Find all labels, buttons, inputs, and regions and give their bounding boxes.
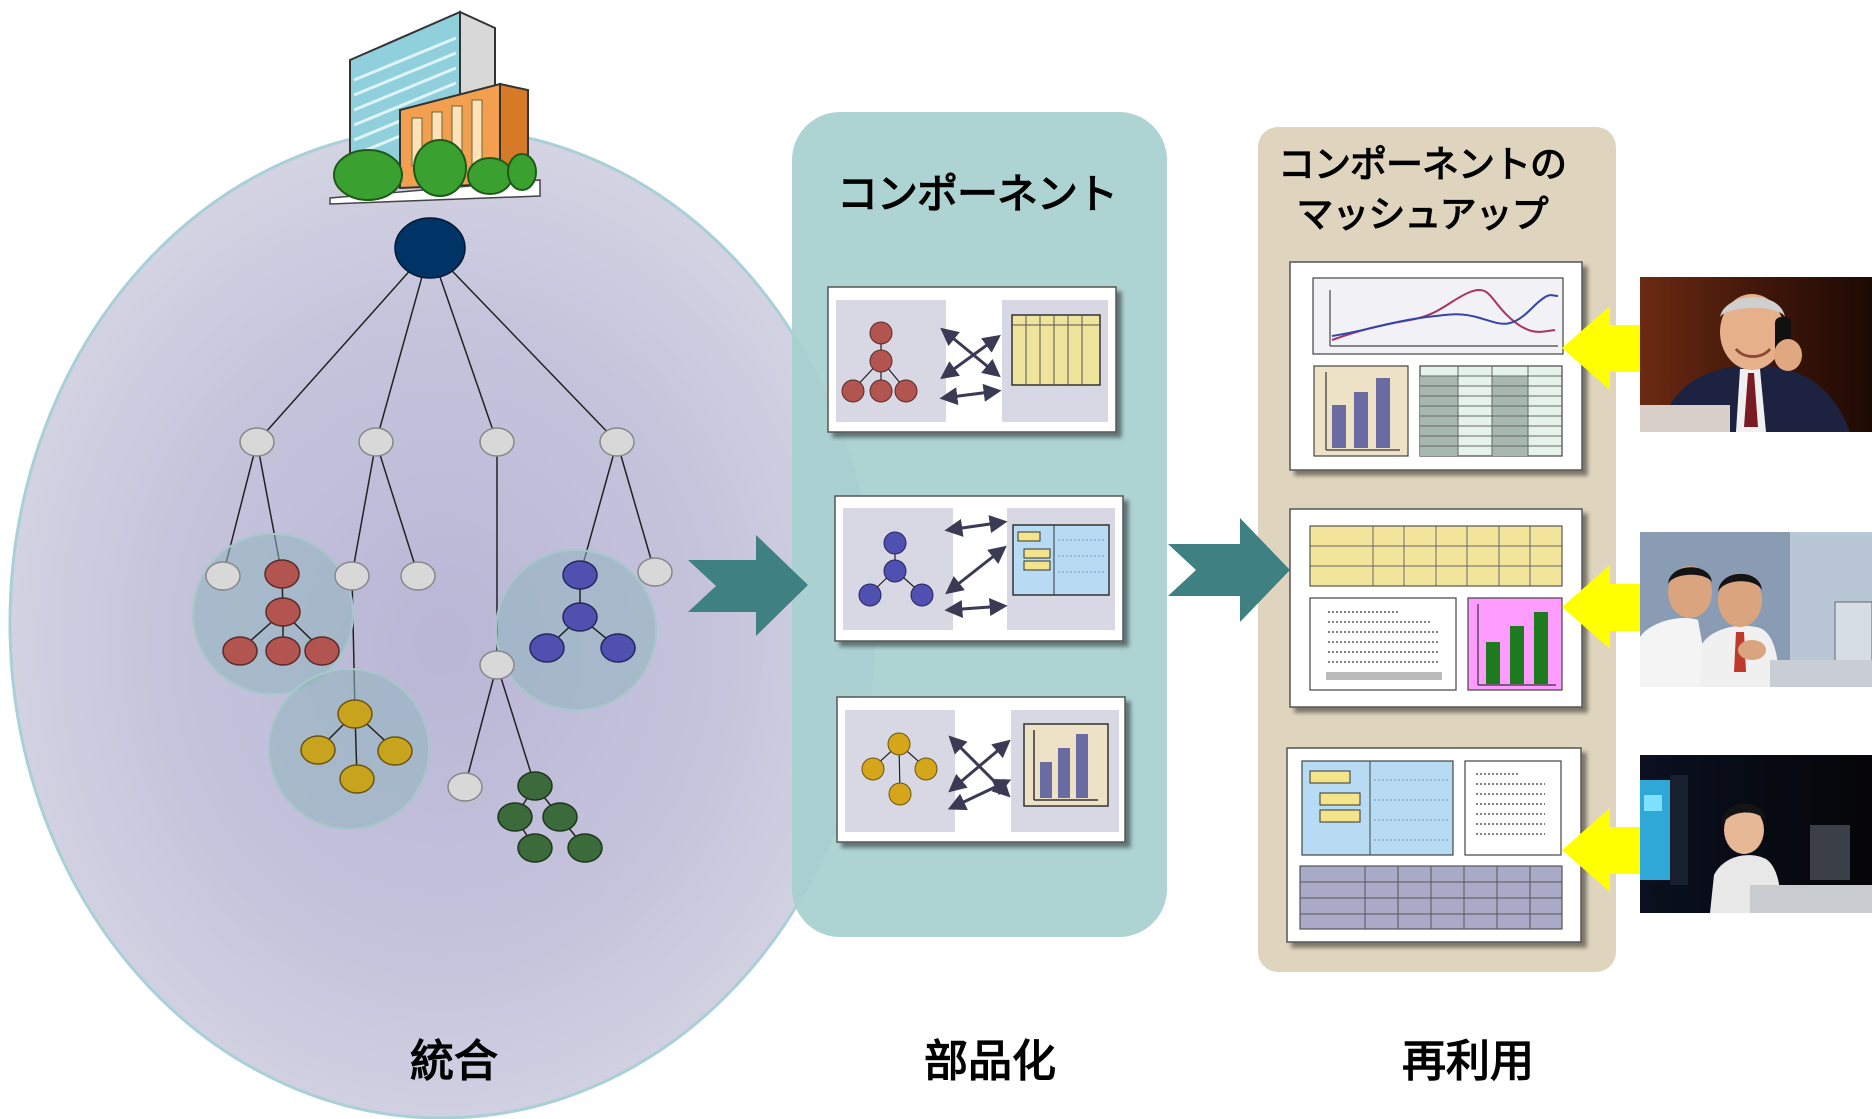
arrow-left-icon xyxy=(1562,306,1640,390)
person-photo-two-men-computer xyxy=(1640,532,1872,687)
stage-label-reuse: 再利用 xyxy=(1402,1036,1534,1087)
mashup-label-line1: コンポーネントの xyxy=(1278,143,1567,186)
root-node xyxy=(394,217,466,279)
component-card-2 xyxy=(834,495,1124,642)
stage-label-integrate: 統合 xyxy=(410,1036,498,1087)
mashup-card-1 xyxy=(1289,261,1583,471)
red-subtree xyxy=(222,559,340,666)
person-photo-woman-computer xyxy=(1640,755,1872,913)
component-card-3 xyxy=(836,696,1126,843)
mashup-label-line2: マッシュアップ xyxy=(1296,193,1548,236)
hierarchy-tree xyxy=(222,247,656,787)
tree-nodes xyxy=(205,427,673,802)
stage-label-componentize: 部品化 xyxy=(924,1036,1056,1087)
mashup-label: コンポーネントの マッシュアップ xyxy=(1262,140,1582,240)
component-label: コンポーネント xyxy=(837,170,1118,218)
person-photo-businessman-phone xyxy=(1640,277,1872,432)
mashup-card-3 xyxy=(1286,747,1582,943)
arrow-right-icon xyxy=(1168,518,1290,622)
yellow-subtree xyxy=(300,699,413,794)
mashup-card-2 xyxy=(1289,508,1583,708)
arrow-right-icon xyxy=(688,535,808,636)
arrow-left-icon xyxy=(1562,808,1640,892)
blue-subtree xyxy=(529,560,636,663)
green-subtree xyxy=(497,771,603,863)
arrow-left-icon xyxy=(1562,565,1640,649)
building-icon xyxy=(329,10,541,205)
component-card-1 xyxy=(827,286,1117,433)
